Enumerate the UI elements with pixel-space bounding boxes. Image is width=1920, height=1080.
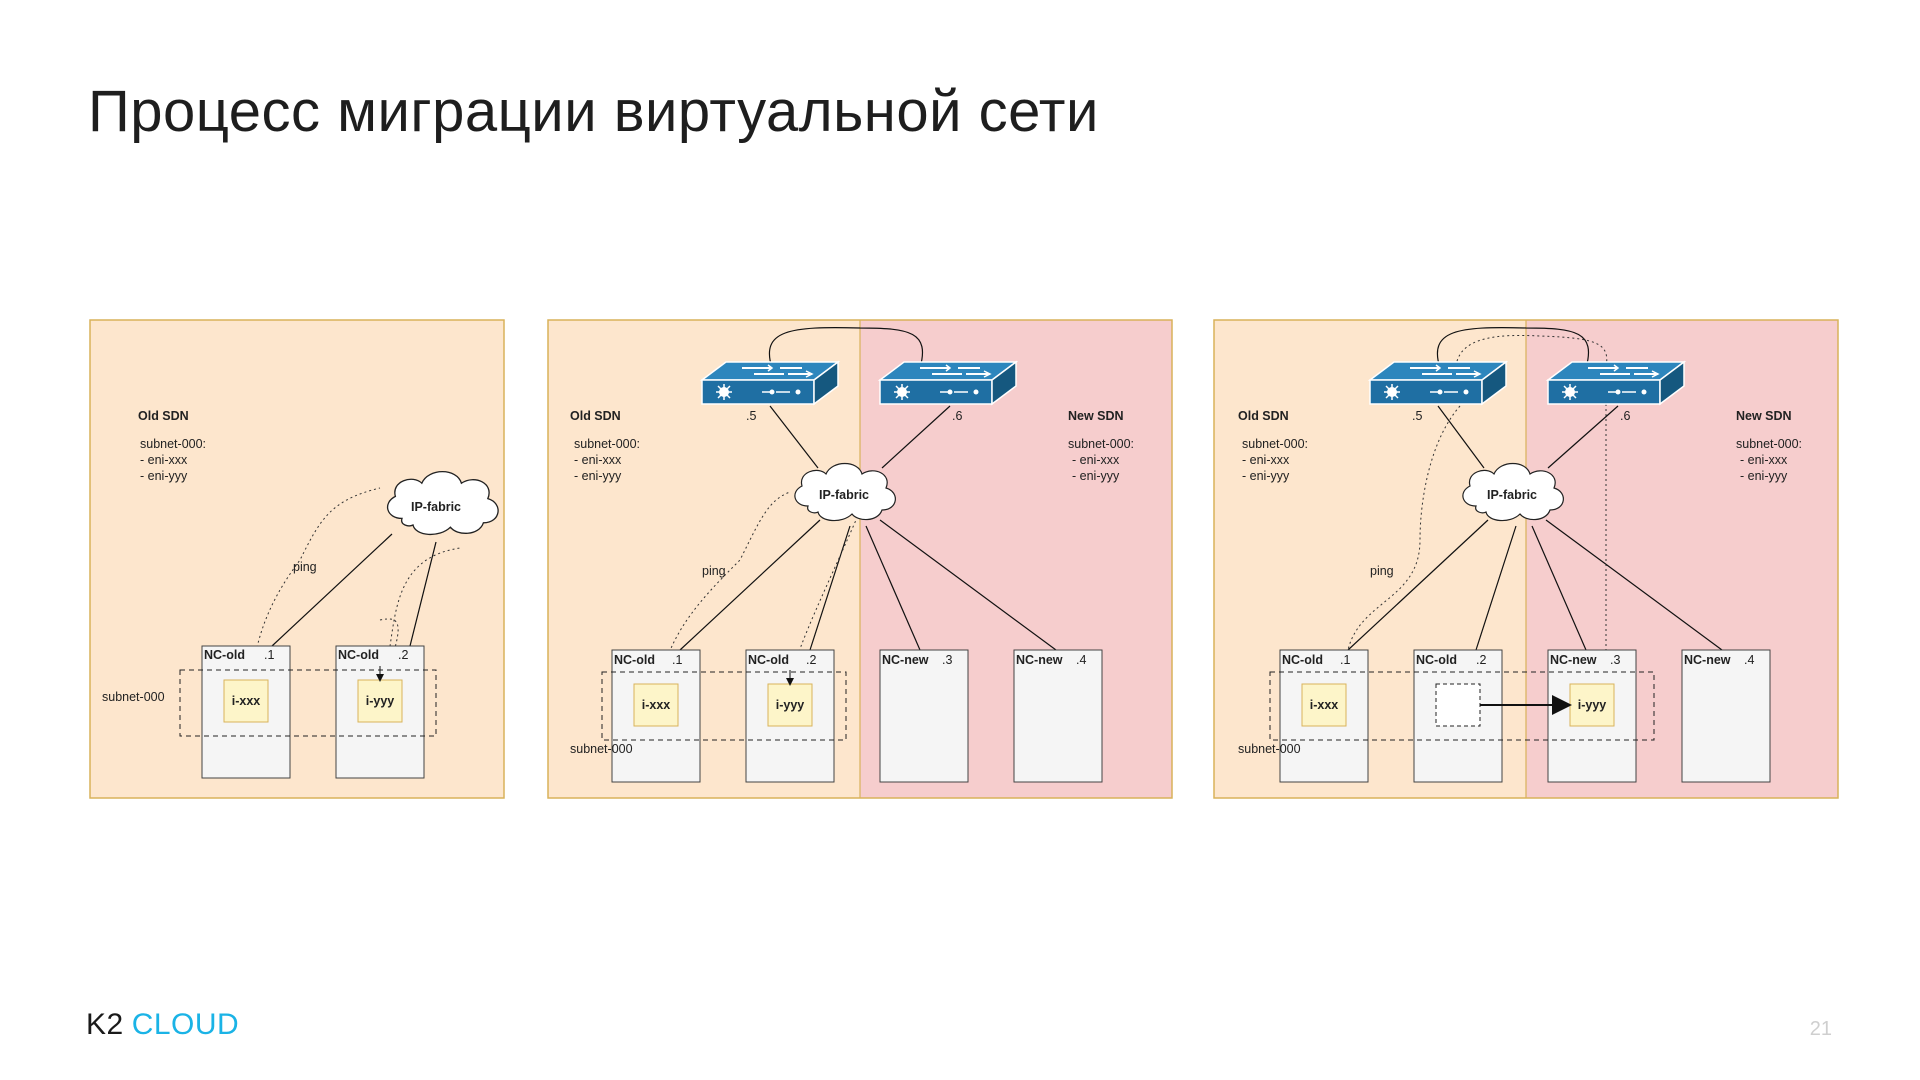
node-ip: .3 [942, 653, 952, 667]
panel-2: Old SDN subnet-000: - eni-xxx - eni-yyy … [547, 319, 1173, 799]
new-sdn-label: New SDN [1736, 409, 1792, 423]
page-number: 21 [1809, 1018, 1832, 1040]
subnet-list-line: - eni-yyy [1072, 469, 1120, 483]
node-name: NC-old [204, 648, 245, 662]
subnet-label: subnet-000 [1238, 742, 1301, 756]
instance-label: i-xxx [1310, 698, 1339, 712]
instance-label: i-xxx [642, 698, 671, 712]
logo-cloud: CLOUD [131, 1008, 240, 1041]
instance-label: i-yyy [776, 698, 805, 712]
ping-label: ping [1370, 564, 1394, 578]
switch-ip: .6 [1620, 409, 1630, 423]
subnet-label: subnet-000 [102, 690, 165, 704]
node-ip: .2 [1476, 653, 1486, 667]
node-name: NC-old [338, 648, 379, 662]
node-ip: .2 [398, 648, 408, 662]
subnet-list-line: - eni-xxx [1242, 453, 1290, 467]
subnet-dashed-box [601, 671, 847, 741]
node-name: NC-new [1016, 653, 1063, 667]
switch-ip: .6 [952, 409, 962, 423]
subnet-list-line: subnet-000: [1736, 437, 1802, 451]
subnet-list-line: - eni-xxx [140, 453, 188, 467]
instance-label: i-yyy [1578, 698, 1607, 712]
node-name: NC-new [882, 653, 929, 667]
panel-3: Old SDN subnet-000: - eni-xxx - eni-yyy … [1213, 319, 1839, 799]
ping-label: ping [702, 564, 726, 578]
node-ip: .1 [672, 653, 682, 667]
switch-icon [879, 361, 1017, 405]
slide-title: Процесс миграции виртуальной сети [88, 79, 1099, 144]
old-sdn-area [89, 319, 505, 799]
switch-ip: .5 [1412, 409, 1422, 423]
instance-label: i-yyy [366, 694, 395, 708]
node-box [1013, 649, 1103, 783]
instance-box [1301, 683, 1347, 727]
subnet-list-line: - eni-xxx [1740, 453, 1788, 467]
subnet-label: subnet-000 [570, 742, 633, 756]
node-name: NC-old [1416, 653, 1457, 667]
instance-box [633, 683, 679, 727]
ip-fabric-label: IP-fabric [1487, 488, 1537, 502]
subnet-list-line: - eni-yyy [1242, 469, 1290, 483]
ip-fabric-label: IP-fabric [411, 500, 461, 514]
switch-icon [1547, 361, 1685, 405]
logo-k2: K2 [86, 1008, 124, 1041]
old-sdn-label: Old SDN [138, 409, 189, 423]
node-name: NC-old [614, 653, 655, 667]
ip-fabric-label: IP-fabric [819, 488, 869, 502]
subnet-dashed-box [179, 669, 437, 737]
switch-icon [701, 361, 839, 405]
node-ip: .1 [264, 648, 274, 662]
old-sdn-label: Old SDN [570, 409, 621, 423]
instance-box [767, 683, 813, 727]
switch-icon [1369, 361, 1507, 405]
switch-ip: .5 [746, 409, 756, 423]
node-name: NC-old [748, 653, 789, 667]
subnet-list-line: - eni-xxx [1072, 453, 1120, 467]
subnet-list-line: subnet-000: [1242, 437, 1308, 451]
empty-instance-slot [1435, 683, 1481, 727]
instance-box [1569, 683, 1615, 727]
node-ip: .3 [1610, 653, 1620, 667]
node-ip: .2 [806, 653, 816, 667]
subnet-dashed-box [1269, 671, 1655, 741]
old-sdn-label: Old SDN [1238, 409, 1289, 423]
ping-label: ping [293, 560, 317, 574]
node-box [879, 649, 969, 783]
node-ip: .4 [1076, 653, 1086, 667]
instance-label: i-xxx [232, 694, 261, 708]
subnet-list-line: subnet-000: [1068, 437, 1134, 451]
new-sdn-label: New SDN [1068, 409, 1124, 423]
node-name: NC-old [1282, 653, 1323, 667]
node-name: NC-new [1684, 653, 1731, 667]
subnet-list-line: subnet-000: [140, 437, 206, 451]
subnet-list-line: - eni-xxx [574, 453, 622, 467]
instance-box [223, 679, 269, 723]
subnet-list-line: - eni-yyy [1740, 469, 1788, 483]
node-box [1681, 649, 1771, 783]
node-ip: .1 [1340, 653, 1350, 667]
node-name: NC-new [1550, 653, 1597, 667]
subnet-list-line: subnet-000: [574, 437, 640, 451]
subnet-list-line: - eni-yyy [574, 469, 622, 483]
node-ip: .4 [1744, 653, 1754, 667]
panel-1: Old SDN subnet-000: - eni-xxx - eni-yyy … [89, 319, 505, 799]
subnet-list-line: - eni-yyy [140, 469, 188, 483]
